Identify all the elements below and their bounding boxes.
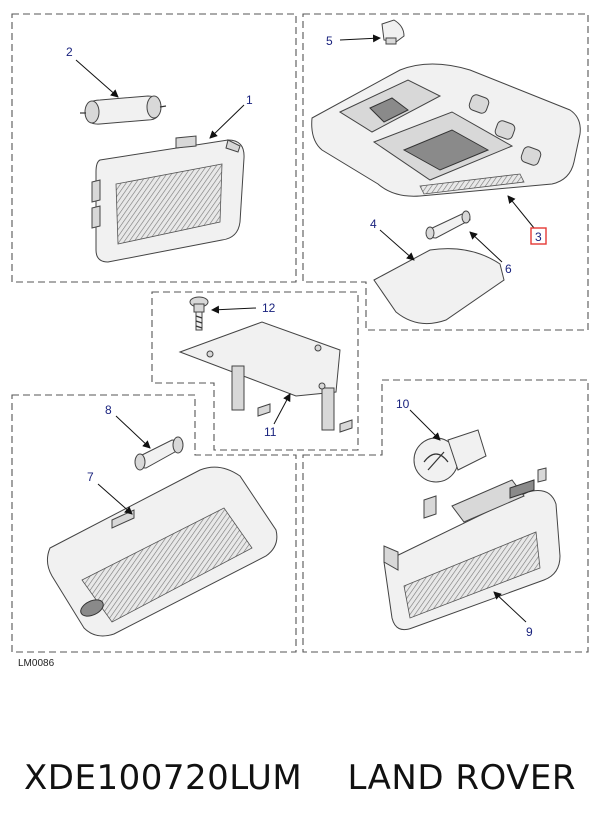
festoon-bulb-part-2	[80, 95, 167, 125]
callout-3: 3	[535, 230, 542, 244]
callout-9: 9	[526, 625, 533, 639]
leader-line-4	[379, 229, 415, 261]
callout-3-highlight-box	[530, 227, 547, 245]
group-box-top-left	[11, 13, 297, 283]
callout-8: 8	[105, 403, 112, 417]
part-caption: XDE100720LUM LAND ROVER	[0, 748, 600, 808]
lamp-housing-part-9	[383, 467, 561, 631]
leader-line-12	[211, 305, 257, 314]
festoon-bulb-part-8	[134, 436, 184, 471]
group-box-bottom-left	[11, 394, 297, 653]
leader-line-11	[273, 393, 291, 425]
leader-line-1	[209, 104, 245, 139]
wedge-bulb-part-5	[381, 19, 405, 45]
leader-line-6	[469, 231, 503, 263]
callout-12: 12	[262, 301, 276, 315]
bracket-part-11	[178, 321, 353, 433]
glass-bulb-part-10	[413, 429, 487, 483]
lens-part-4	[373, 248, 505, 325]
callout-6: 6	[505, 262, 512, 276]
callout-5: 5	[326, 34, 333, 48]
leader-line-2	[75, 59, 119, 98]
leader-line-7	[97, 483, 133, 515]
brand-name: LAND ROVER	[347, 758, 576, 798]
map-lamp-part-7	[46, 466, 278, 637]
exploded-parts-diagram: 1 2 3 4 5 6 7 8 9 10 11 12 LM0086	[11, 13, 589, 669]
leader-line-10	[409, 409, 441, 441]
callout-1: 1	[246, 93, 253, 107]
festoon-bulb-part-6	[425, 210, 471, 240]
leader-line-5	[339, 34, 381, 43]
screw-part-12	[189, 296, 209, 331]
interior-lamp-part-1	[91, 135, 245, 263]
leader-line-3	[507, 195, 535, 229]
callout-7: 7	[87, 470, 94, 484]
group-box-center	[151, 291, 359, 451]
part-number: XDE100720LUM	[23, 758, 303, 798]
callout-4: 4	[370, 217, 377, 231]
leader-line-9	[493, 591, 527, 623]
overhead-console-part-3	[311, 63, 581, 197]
diagram-reference-code: LM0086	[18, 658, 55, 669]
callout-2: 2	[66, 45, 73, 59]
callout-11: 11	[264, 425, 277, 439]
leader-line-8	[115, 415, 151, 449]
caption-spacer	[302, 758, 347, 798]
callout-10: 10	[396, 397, 410, 411]
group-box-bottom-right	[302, 379, 589, 653]
